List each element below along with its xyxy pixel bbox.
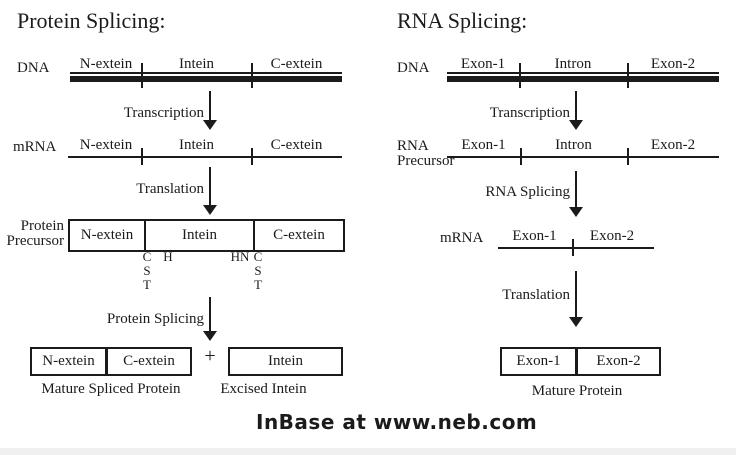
rna-precursor-tick-1	[520, 148, 522, 165]
rna-dna-thin-line	[447, 72, 719, 74]
rna-splicing-title: RNA Splicing:	[397, 8, 528, 33]
rna-splicing-arrow-icon	[569, 171, 583, 217]
rna-mrna-line	[498, 247, 654, 249]
rna-precursor-segment-exon2: Exon-2	[650, 137, 696, 153]
residue-left-s: S	[143, 263, 151, 278]
rna-precursor-label-line2: Precursor	[397, 153, 455, 169]
rna-mrna-tick	[572, 239, 574, 256]
protein-step-splicing-label: Protein Splicing	[106, 311, 204, 327]
mature-cell-c-extein: C-extein	[105, 349, 190, 374]
residue-h: H	[163, 249, 173, 264]
rna-dna-tick-2	[627, 63, 629, 88]
protein-precursor-box: N-extein Intein C-extein	[68, 219, 345, 252]
mature-protein-box: Exon-1 Exon-2	[500, 347, 661, 376]
protein-dna-tick-1	[141, 63, 143, 88]
rna-step-splicing-label: RNA Splicing	[485, 184, 570, 200]
rna-precursor-segment-intron: Intron	[555, 137, 592, 153]
residue-left-column: C S T	[139, 250, 155, 292]
mature-spliced-protein-caption: Mature Spliced Protein	[41, 381, 181, 397]
plus-sign: +	[204, 345, 216, 367]
protein-dna-label: DNA	[17, 60, 50, 76]
residue-right-s: S	[254, 263, 262, 278]
rna-mrna-segment-exon2: Exon-2	[589, 228, 635, 244]
excised-intein-caption: Excised Intein	[220, 381, 307, 397]
protein-mrna-segment-c-extein: C-extein	[270, 137, 323, 153]
excised-cell-intein: Intein	[268, 353, 303, 369]
rna-dna-segment-exon1: Exon-1	[460, 56, 506, 72]
protein-translation-arrow-icon	[203, 167, 217, 215]
protein-dna-segment-intein: Intein	[179, 56, 214, 72]
protein-mrna-line	[68, 156, 342, 158]
protein-precursor-label-line1: Protein	[20, 218, 64, 234]
rna-dna-segment-intron: Intron	[554, 56, 592, 72]
inbase-credit: InBase at www.neb.com	[256, 410, 538, 434]
rna-mrna-segment-exon1: Exon-1	[512, 228, 557, 244]
rna-precursor-label: RNA Precursor	[397, 139, 467, 169]
protein-dna-tick-2	[251, 63, 253, 88]
rna-step-transcription-label: Transcription	[489, 105, 570, 121]
protein-mrna-tick-1	[141, 148, 143, 165]
protein-dna-segment-n-extein: N-extein	[79, 56, 133, 72]
excised-intein-box: Intein	[228, 347, 343, 376]
rna-dna-tick-1	[519, 63, 521, 88]
protein-step-transcription-label: Transcription	[123, 105, 204, 121]
residue-right-c: C	[253, 249, 263, 264]
rna-dna-segment-exon2: Exon-2	[650, 56, 696, 72]
rna-step-translation-label: Translation	[502, 287, 570, 303]
bottom-edge-strip	[0, 448, 736, 455]
rna-precursor-label-line1: RNA	[397, 138, 429, 154]
rna-transcription-arrow-icon	[569, 91, 583, 130]
rna-translation-arrow-icon	[569, 271, 583, 327]
precursor-cell-c-extein: C-extein	[253, 221, 343, 250]
precursor-cell-intein: Intein	[144, 221, 253, 250]
rna-mrna-label: mRNA	[440, 230, 484, 246]
mature-spliced-protein-box: N-extein C-extein	[30, 347, 192, 376]
rna-dna-label: DNA	[397, 60, 430, 76]
rna-precursor-segment-exon1: Exon-1	[461, 137, 506, 153]
rna-dna-thick-line	[447, 76, 719, 82]
protein-transcription-arrow-icon	[203, 91, 217, 130]
protein-mrna-segment-intein: Intein	[179, 137, 214, 153]
residue-hn: HN	[230, 249, 250, 264]
residue-right-t: T	[254, 277, 262, 292]
protein-step-translation-label: Translation	[136, 181, 204, 197]
protein-precursor-label-line2: Precursor	[6, 233, 64, 249]
mature-protein-caption: Mature Protein	[531, 383, 623, 399]
rna-precursor-line	[447, 156, 719, 158]
mature-cell-n-extein: N-extein	[42, 353, 95, 369]
mature-protein-cell-exon1: Exon-1	[516, 353, 561, 369]
protein-precursor-label: Protein Precursor	[0, 219, 64, 249]
protein-dna-thin-line	[70, 72, 342, 74]
protein-dna-thick-line	[70, 76, 342, 82]
protein-splicing-title: Protein Splicing:	[17, 8, 166, 33]
residue-left-c: C	[142, 249, 152, 264]
protein-mrna-segment-n-extein: N-extein	[79, 137, 133, 153]
residue-left-t: T	[143, 277, 151, 292]
protein-mrna-tick-2	[251, 148, 253, 165]
residue-right-column: C S T	[250, 250, 266, 292]
protein-splicing-arrow-icon	[203, 297, 217, 341]
protein-mrna-label: mRNA	[13, 139, 57, 155]
mature-protein-cell-exon2: Exon-2	[575, 349, 659, 374]
protein-dna-segment-c-extein: C-extein	[270, 56, 323, 72]
precursor-cell-n-extein: N-extein	[80, 227, 134, 243]
rna-precursor-tick-2	[627, 148, 629, 165]
